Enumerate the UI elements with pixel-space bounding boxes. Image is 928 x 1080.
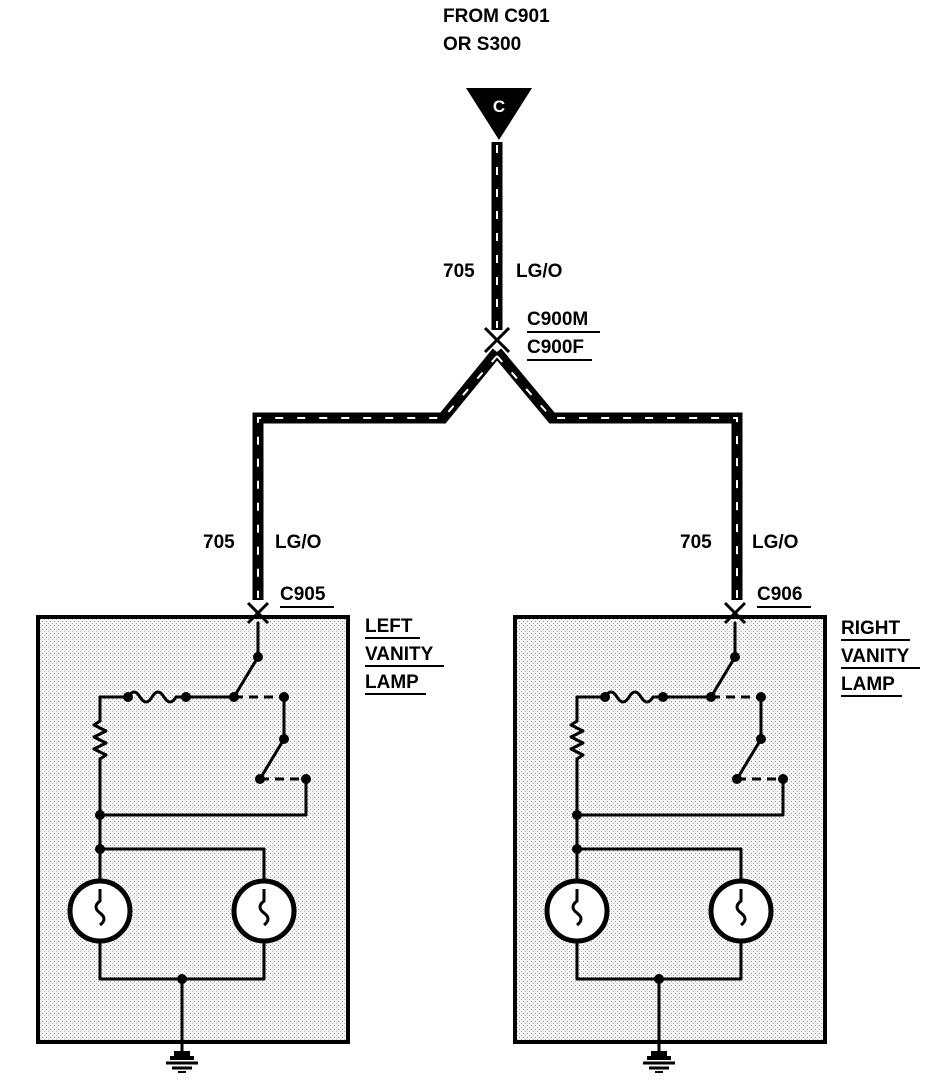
connector-c906: C906 (757, 584, 802, 605)
svg-text:LEFT: LEFT (365, 616, 413, 637)
right-wire-color: LG/O (752, 532, 798, 553)
left-lamp-label: LEFT VANITY LAMP (365, 616, 444, 695)
left-vanity-lamp-assembly (38, 603, 348, 1072)
svg-text:LAMP: LAMP (841, 674, 895, 695)
connector-c900m: C900M (527, 309, 588, 330)
connector-c900f: C900F (527, 337, 584, 358)
left-circuit-number: 705 (203, 532, 235, 553)
connector-c905: C905 (280, 584, 326, 605)
wire-harness (252, 142, 743, 600)
left-wire-color: LG/O (275, 532, 321, 553)
source-label-line2: OR S300 (443, 34, 521, 55)
trunk-wire-color: LG/O (516, 261, 562, 282)
source-label-line1: FROM C901 (443, 6, 550, 27)
right-vanity-lamp-assembly (515, 603, 825, 1072)
splice-terminal-c: C (466, 88, 532, 140)
c900-connector-symbol (483, 326, 511, 354)
svg-text:VANITY: VANITY (365, 644, 434, 665)
right-circuit-number: 705 (680, 532, 712, 553)
svg-text:LAMP: LAMP (365, 672, 419, 693)
right-lamp-label: RIGHT VANITY LAMP (841, 618, 920, 697)
terminal-letter: C (493, 97, 505, 116)
trunk-circuit-number: 705 (443, 261, 475, 282)
svg-text:RIGHT: RIGHT (841, 618, 901, 639)
svg-text:VANITY: VANITY (841, 646, 910, 667)
